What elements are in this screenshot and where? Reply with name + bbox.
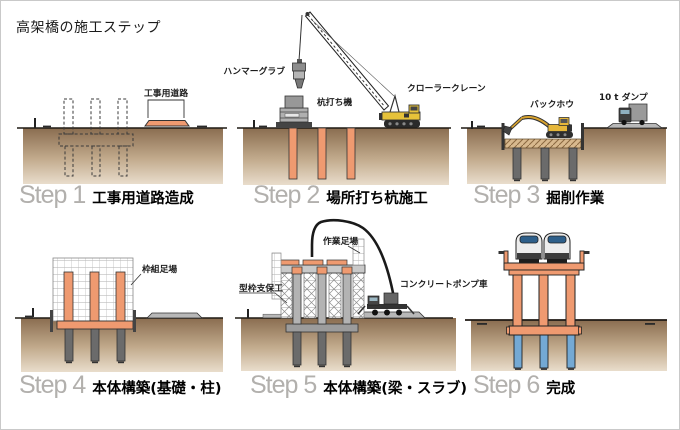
step-4-number: Step 4 (19, 371, 86, 399)
step-2-caption: Step 2 場所打ち杭施工 (253, 181, 428, 210)
step-3-caption: Step 3 掘削作業 (473, 181, 604, 210)
formwork-shoring-towers (280, 272, 365, 319)
construction-road (144, 120, 190, 127)
step-1-number: Step 1 (19, 181, 86, 209)
step-2-title: 場所打ち杭施工 (326, 191, 428, 207)
ground (23, 128, 223, 184)
haul-road (605, 123, 664, 129)
survey-stake (253, 120, 255, 128)
columns (63, 271, 126, 322)
step-4-illustration: 枠組足場 (15, 257, 223, 372)
pump-boom (310, 218, 396, 299)
ground (243, 128, 449, 185)
label-construction-road: 工事用道路 (144, 87, 188, 99)
crawler-crane (298, 11, 421, 128)
road-bracket (147, 99, 185, 118)
label-dump-truck: 10 t ダンプ (599, 91, 648, 103)
leader-line (130, 273, 142, 286)
leader-line (347, 245, 361, 254)
survey-stake (32, 308, 34, 317)
step-3-title: 掘削作業 (546, 191, 605, 207)
leader-line (239, 292, 288, 304)
hammer-grab (292, 59, 306, 89)
step-6-title: 完成 (546, 381, 576, 397)
label-concrete-pump-truck: コンクリートポンプ車 (400, 278, 488, 290)
step-2-illustration: ハンマーグラブ 杭打ち機 クローラークレーン (223, 11, 486, 185)
survey-stake (247, 309, 249, 318)
step-3-illustration: バックホウ 10 t ダンプ (461, 91, 667, 184)
step-5-caption: Step 5 本体構築(梁・スラブ) (250, 371, 467, 400)
footing (56, 320, 134, 330)
label-backhoe: バックホウ (530, 99, 574, 110)
backhoe (502, 115, 573, 138)
survey-stake (471, 121, 473, 129)
step-2-number: Step 2 (253, 181, 320, 209)
excavation-base-layer (504, 138, 582, 149)
step-5-title: 本体構築(梁・スラブ) (323, 381, 468, 397)
piles (512, 147, 578, 182)
side-scaffold-left (271, 252, 282, 300)
label-crawler-crane: クローラークレーン (407, 83, 486, 94)
concrete-pump-truck (357, 292, 415, 316)
step-4-title: 本体構築(基礎・柱) (92, 381, 222, 397)
label-frame-scaffold: 枠組足場 (142, 263, 177, 275)
construction-road-gray (146, 312, 203, 319)
cast-in-place-piles (288, 127, 356, 180)
step-1-caption: Step 1 工事用道路造成 (19, 181, 194, 210)
footing (285, 323, 359, 333)
retaining-wall-left (501, 123, 505, 150)
columns (292, 270, 352, 325)
step-1-illustration: 工事用道路 (17, 87, 227, 184)
slab-segments (278, 259, 353, 275)
step-6-caption: Step 6 完成 (473, 371, 575, 400)
step-1-title: 工事用道路造成 (92, 191, 194, 207)
step-4-caption: Step 4 本体構築(基礎・柱) (19, 371, 222, 400)
dump-truck (618, 103, 648, 126)
retaining-wall-right (581, 123, 584, 150)
label-hammer-grab: ハンマーグラブ (223, 65, 285, 77)
label-pile-driver: 杭打ち機 (317, 96, 352, 108)
footing (508, 325, 580, 336)
survey-stake (34, 118, 36, 128)
future-structure-outline (58, 98, 134, 177)
label-work-scaffold: 作業足場 (323, 235, 358, 247)
step-3-number: Step 3 (473, 181, 540, 209)
train-right (543, 232, 571, 263)
viaduct-deck (498, 250, 590, 276)
step-6-number: Step 6 (473, 371, 540, 399)
train-left (515, 232, 543, 263)
pile-driver-machine (276, 95, 312, 128)
page-title: 高架橋の施工ステップ (16, 20, 161, 36)
step-6-illustration (465, 232, 667, 371)
step-5-number: Step 5 (250, 371, 317, 399)
piles (64, 328, 126, 364)
piles (292, 331, 352, 368)
label-formwork-shoring: 型枠支保工 (239, 282, 283, 294)
columns (512, 273, 576, 332)
step-5-illustration: 作業足場 型枠支保工 コンクリートポンプ車 (235, 218, 488, 371)
